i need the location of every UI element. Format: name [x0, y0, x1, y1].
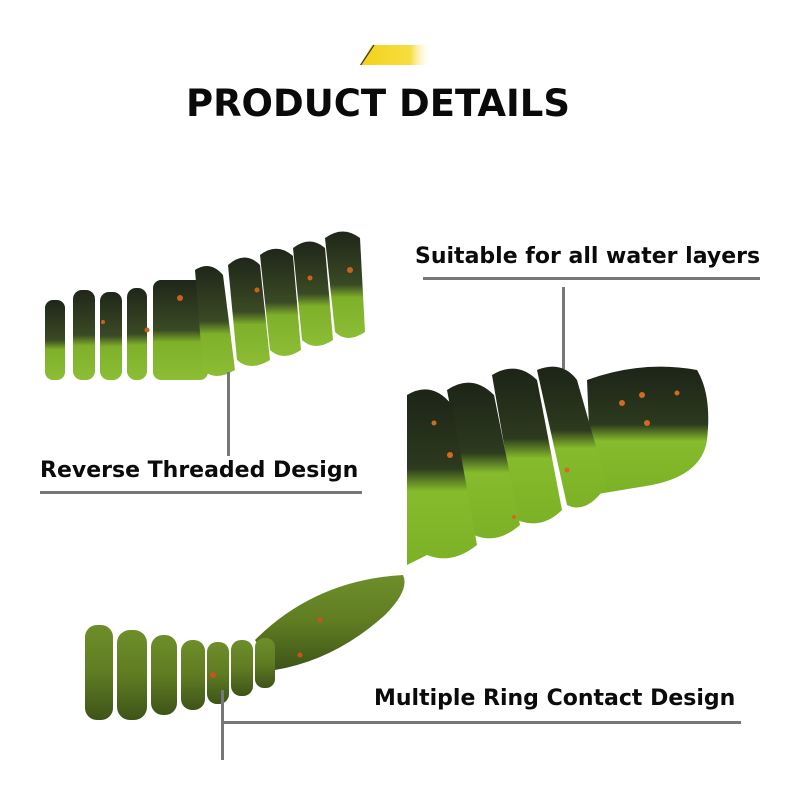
- callout-label-reverse-threaded: Reverse Threaded Design: [40, 458, 359, 483]
- underline-water-layers: [423, 277, 760, 280]
- lure-closeup-head: [407, 366, 709, 565]
- connector-line-ring-contact: [221, 690, 224, 760]
- connector-line-water-layers: [562, 287, 565, 369]
- underline-ring-contact: [224, 721, 741, 724]
- connector-line-reverse-threaded: [227, 372, 230, 456]
- lure-closeup-ringed-tail: [85, 575, 405, 720]
- underline-reverse-threaded: [40, 491, 362, 494]
- page-title: PRODUCT DETAILS: [185, 82, 571, 125]
- callout-label-water-layers: Suitable for all water layers: [415, 244, 761, 269]
- lure-closeup-threaded-body: [45, 231, 365, 380]
- callout-label-ring-contact: Multiple Ring Contact Design: [374, 686, 736, 711]
- title-accent-brush: [359, 45, 432, 65]
